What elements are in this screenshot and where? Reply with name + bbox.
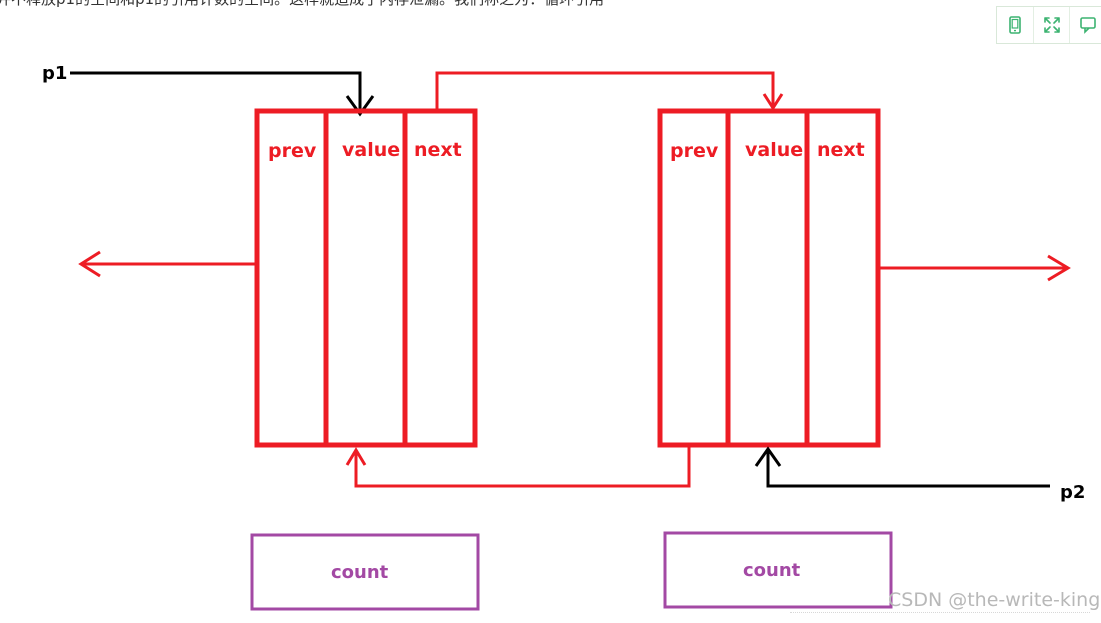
node-2-value-label: value	[745, 139, 803, 161]
p1-arrowhead	[345, 95, 375, 117]
node-1-value-label: value	[342, 139, 400, 161]
count-right-label: count	[743, 560, 801, 581]
node-2-next-label: next	[817, 139, 865, 161]
count-box-left: count	[250, 533, 480, 611]
count-box-right: count	[663, 531, 893, 609]
comment-icon	[1080, 17, 1096, 34]
prev-link-arrowhead	[345, 447, 367, 466]
p2-pointer-line	[766, 449, 1050, 488]
node-1-next-label: next	[414, 139, 462, 161]
fullscreen-button[interactable]	[1034, 7, 1071, 43]
p1-pointer-line	[70, 71, 362, 113]
tablet-view-button[interactable]	[997, 7, 1034, 43]
comment-button[interactable]	[1070, 7, 1101, 43]
node-1-prev-label: prev	[268, 140, 317, 162]
watermark: CSDN @the-write-king	[888, 589, 1101, 611]
p1-label: p1	[42, 63, 67, 84]
prev-link-line	[354, 447, 691, 488]
faint-divider	[790, 612, 1090, 623]
toolbar	[996, 6, 1101, 44]
p2-label: p2	[1060, 482, 1085, 503]
count-left-label: count	[331, 562, 389, 583]
next-link-arrowhead	[762, 93, 784, 111]
caption-text: 并不释放p1的空间和p1的引用计数的空间。这样就造成了内存泄漏。我们称之为：循环…	[0, 0, 604, 9]
node-2-next-arrowhead	[1047, 254, 1071, 282]
expand-icon	[1043, 17, 1060, 33]
tablet-icon	[1009, 16, 1021, 34]
next-link-line	[435, 71, 775, 110]
node-1: prev value next	[254, 108, 478, 448]
p2-arrowhead	[754, 446, 782, 467]
node-1-prev-arrowhead	[78, 250, 101, 278]
node-2-prev-label: prev	[670, 140, 719, 162]
node-2: prev value next	[657, 108, 881, 448]
